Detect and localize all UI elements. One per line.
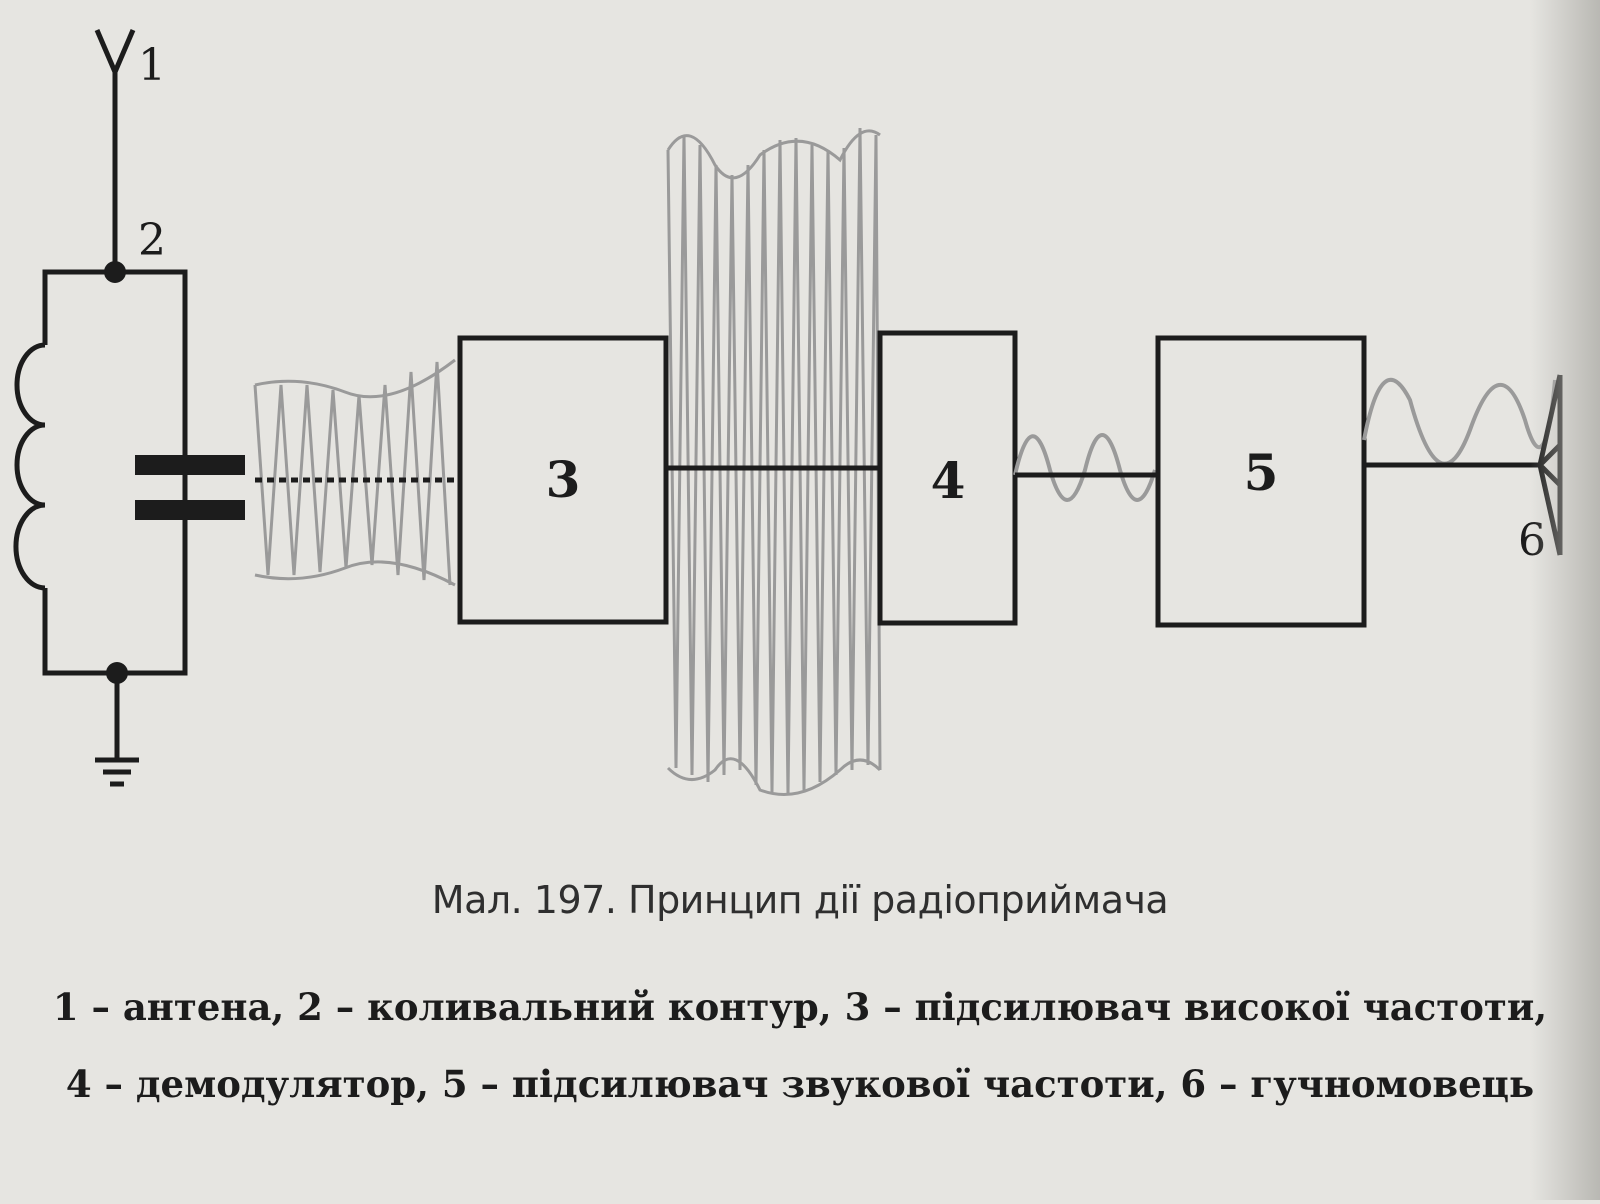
antenna bbox=[94, 29, 136, 272]
label-circuit-number: 2 bbox=[138, 215, 166, 266]
page-edge-shadow bbox=[1530, 0, 1600, 1200]
figure-caption: Мал. 197. Принцип дії радіоприймача bbox=[431, 878, 1169, 922]
oscillating-circuit bbox=[13, 269, 188, 676]
block-hf-amplifier bbox=[457, 335, 669, 625]
block-af-amplifier bbox=[1155, 335, 1367, 628]
inductor-coil bbox=[13, 342, 46, 591]
junction-node-top bbox=[104, 261, 126, 283]
block-5-label: 5 bbox=[1244, 443, 1279, 502]
block-demodulator bbox=[877, 330, 1018, 626]
amplified-signal-wave bbox=[666, 127, 882, 796]
ground-symbol bbox=[95, 673, 139, 787]
amplified-audio-wave bbox=[1362, 378, 1557, 466]
capacitor bbox=[135, 455, 245, 520]
modulated-signal-wave bbox=[253, 358, 456, 587]
legend-line-2: 4 – демодулятор, 5 – підсилювач звукової… bbox=[65, 1062, 1535, 1106]
label-antenna-number: 1 bbox=[138, 40, 166, 91]
audio-signal-wave bbox=[1013, 433, 1157, 502]
block-3-label: 3 bbox=[546, 450, 581, 509]
block-4-label: 4 bbox=[931, 451, 966, 510]
legend-line-1: 1 – антена, 2 – коливальний контур, 3 – … bbox=[52, 985, 1548, 1029]
